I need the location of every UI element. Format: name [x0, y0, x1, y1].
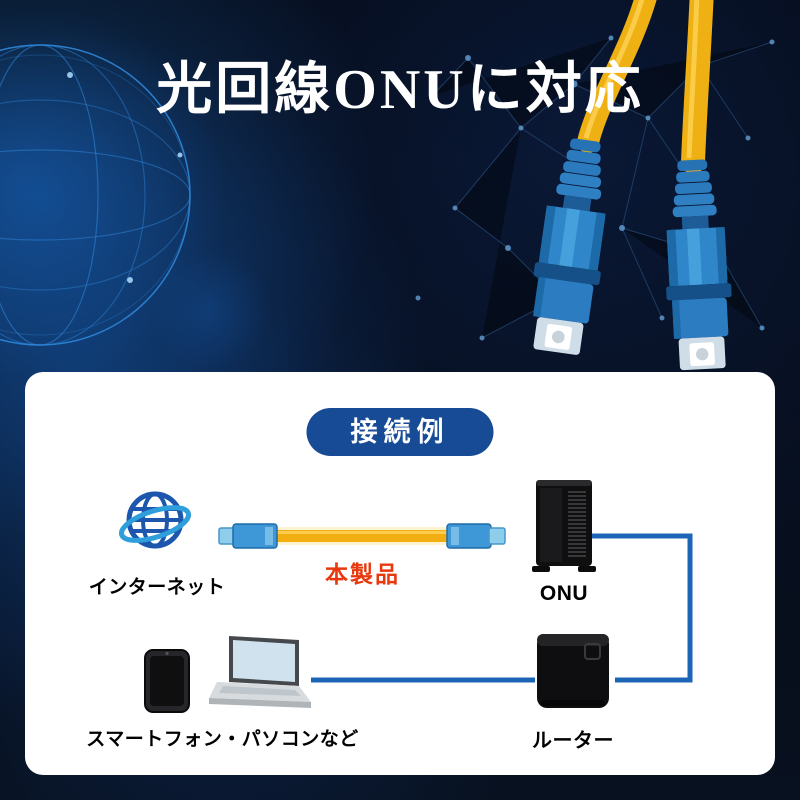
sc-connector-left [523, 135, 619, 357]
network-background [0, 10, 775, 372]
smartphone-icon [144, 649, 190, 713]
devices-label: スマートフォン・パソコンなど [86, 729, 359, 750]
router-label: ルーター [532, 730, 614, 752]
onu-label: ONU [539, 582, 589, 605]
sc-connector-photo [523, 0, 736, 371]
connection-lines [311, 533, 693, 683]
product-label: 本製品 [325, 561, 400, 587]
diagram-title-badge: 接続例 [306, 408, 494, 457]
connection-diagram-card: 接続例 インターネット 本製品 [25, 372, 775, 775]
fiber-cable-icon [218, 523, 506, 549]
globe-icon [118, 491, 192, 549]
fiber-cables-art [577, 0, 714, 174]
sc-connector-right [659, 158, 736, 371]
laptop-icon [209, 636, 311, 708]
internet-label: インターネット [88, 577, 226, 598]
onu-device-icon [532, 480, 596, 572]
page-title: 光回線ONUに対応 [156, 59, 644, 121]
blue-glow-art [150, 250, 270, 370]
router-icon [537, 634, 609, 708]
